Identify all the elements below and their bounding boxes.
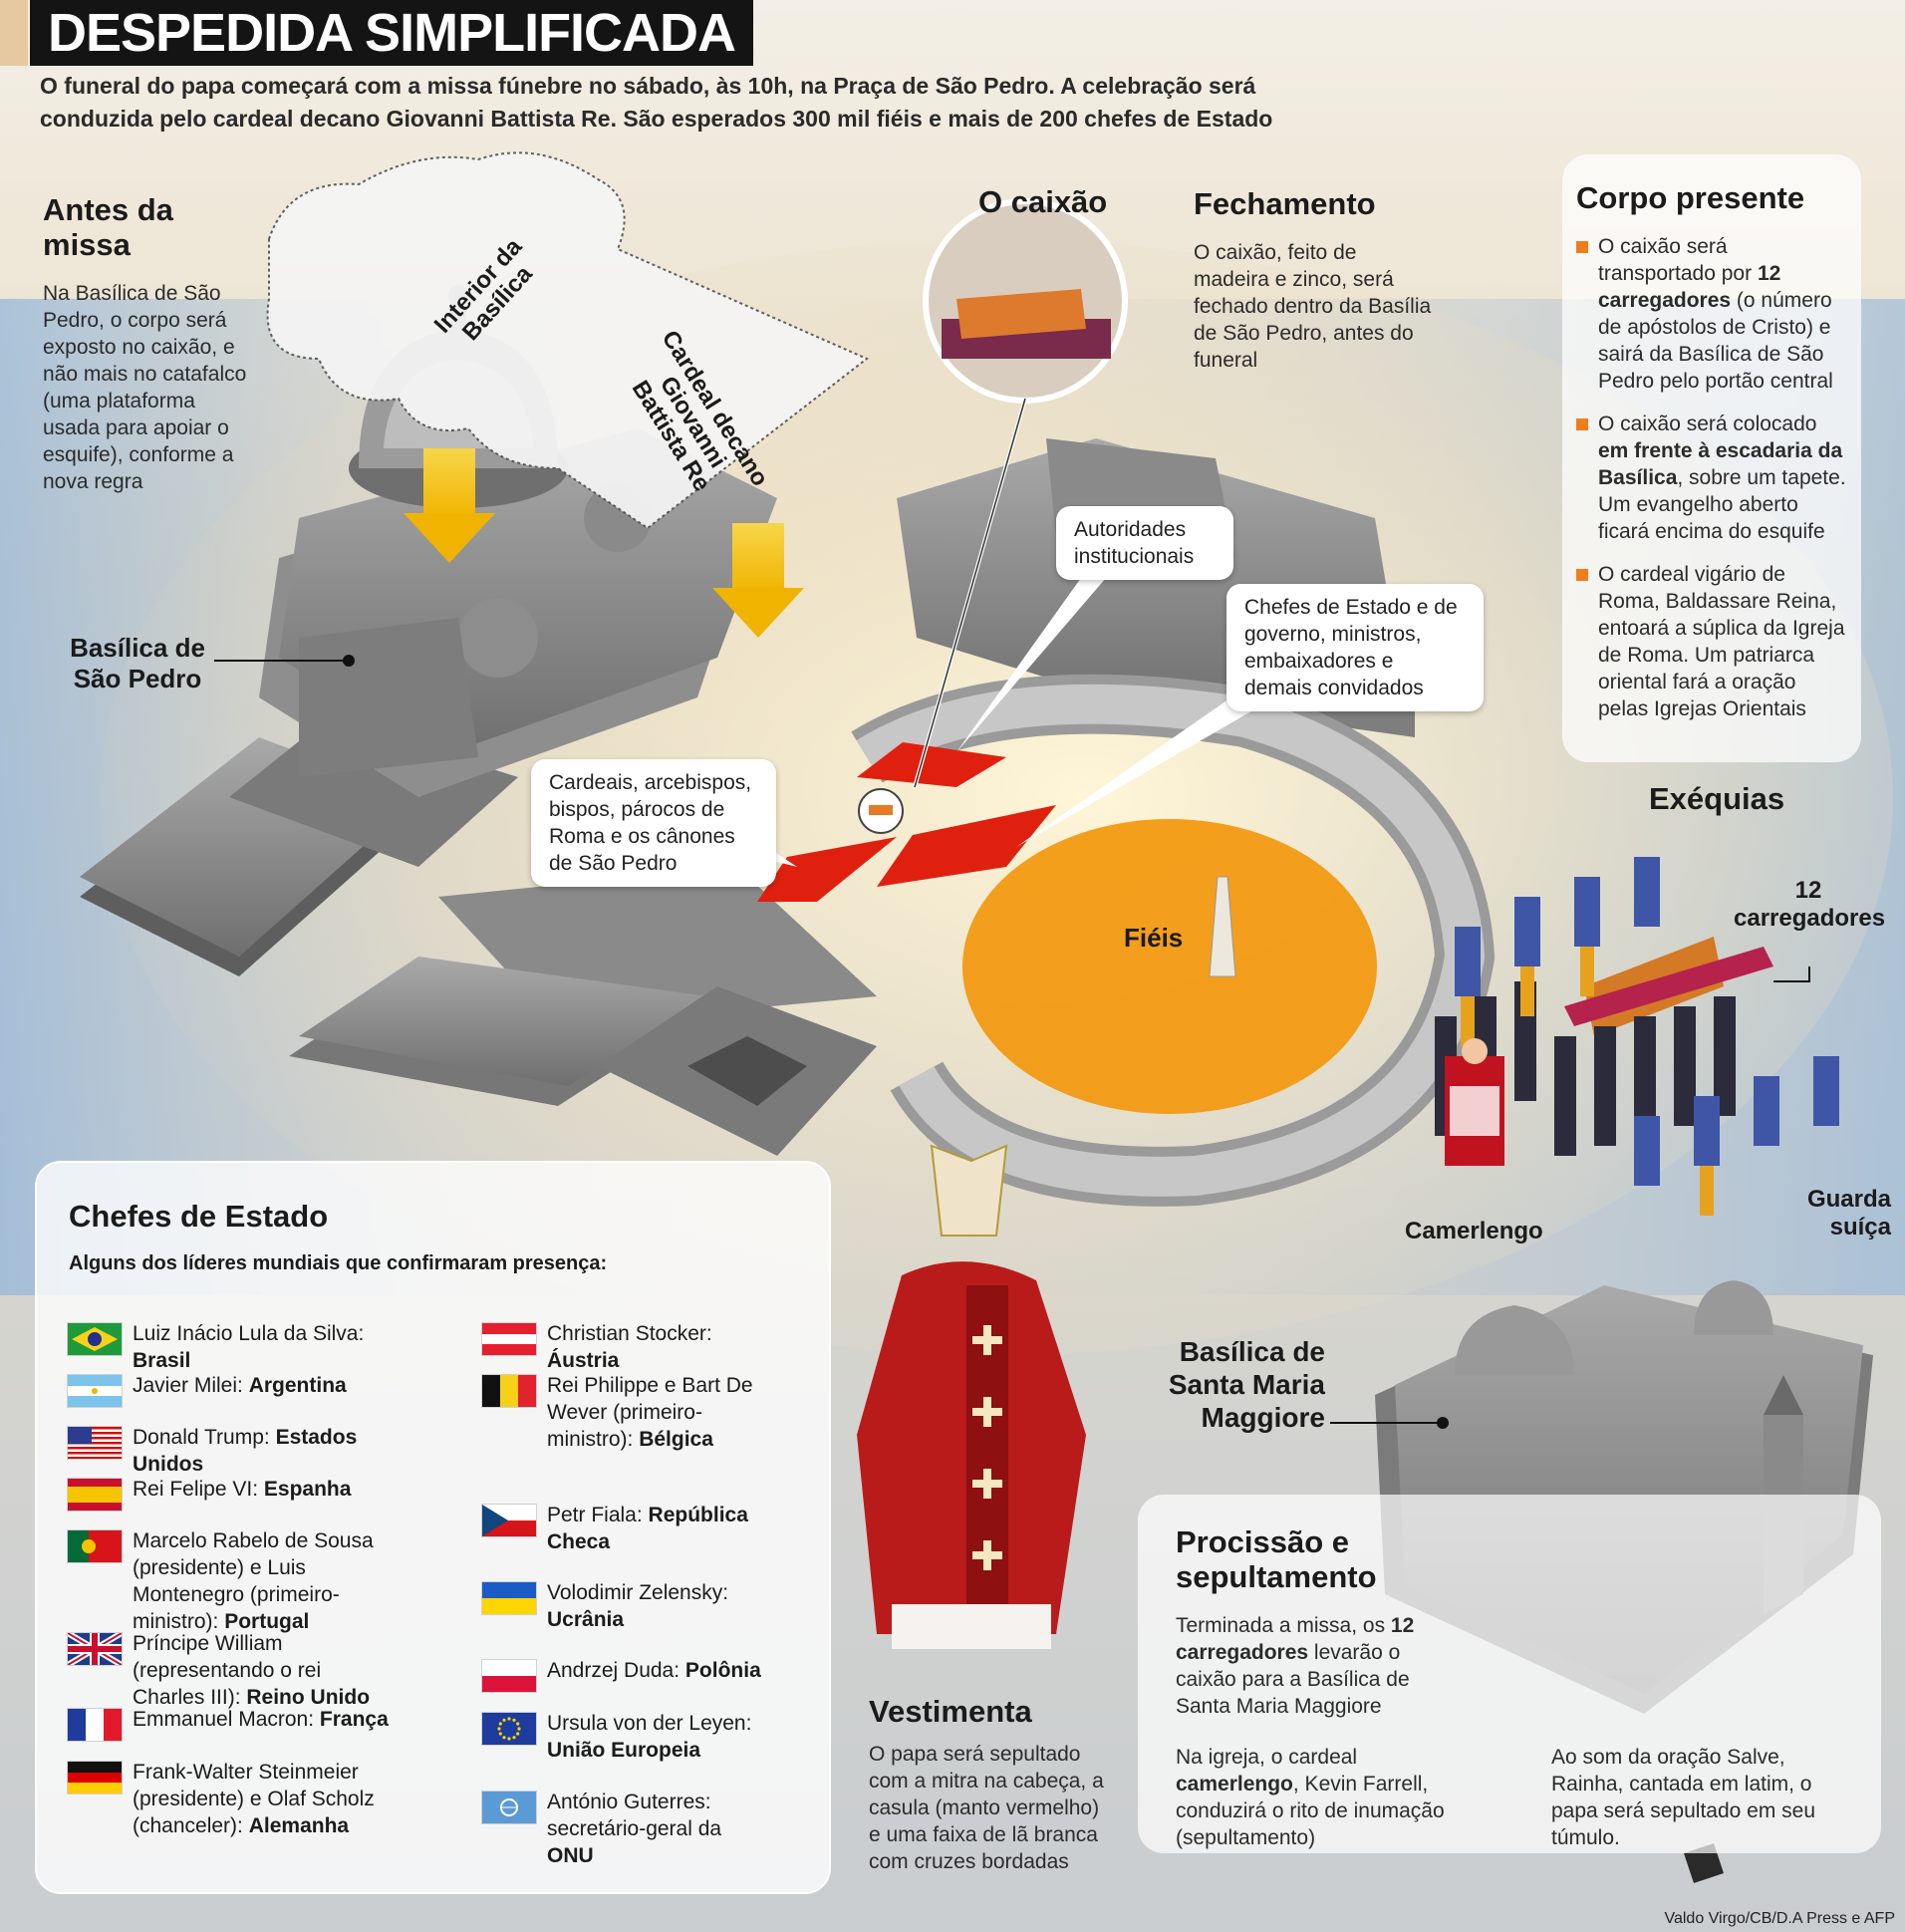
leader-text: Christian Stocker: Áustria: [547, 1322, 712, 1372]
credits: Valdo Virgo/CB/D.A Press e AFP: [1664, 1910, 1895, 1927]
leader-text: Donald Trump: Estados Unidos: [133, 1426, 358, 1476]
antes-missa-section: Antes da missa Na Basílica de São Pedro,…: [43, 192, 252, 495]
leader-row: Andrzej Duda: Polônia: [481, 1657, 770, 1693]
usa-flag-icon: [67, 1426, 123, 1460]
austria-flag-icon: [481, 1322, 537, 1356]
leader-row: Petr Fiala: República Checa: [481, 1502, 770, 1555]
red-area-cardeais: [757, 837, 897, 902]
leader-row: Frank-Walter Steinmeier (presidente) e O…: [67, 1759, 396, 1839]
title-accent: [0, 0, 28, 66]
vestment-figure: [857, 1144, 1086, 1649]
leader-text: Javier Milei: Argentina: [133, 1374, 347, 1397]
corpo-presente-title: Corpo presente: [1576, 180, 1805, 215]
leader-text: Luiz Inácio Lula da Silva: Brasil: [133, 1322, 365, 1372]
yellow-arrow-1: [404, 448, 495, 563]
procession-group: [1435, 857, 1839, 1216]
chefes-estado-title: Chefes de Estado: [69, 1199, 329, 1234]
chefes-estado-panel: Chefes de Estado Alguns dos líderes mund…: [35, 1161, 831, 1894]
fechamento-section: Fechamento O caixão, feito de madeira e …: [1194, 186, 1433, 374]
exequias-title: Exéquias: [1649, 781, 1785, 816]
spain-flag-icon: [67, 1478, 123, 1512]
leader-row: Marcelo Rabelo de Sousa (presidente) e L…: [67, 1527, 396, 1635]
leader-text: Rei Felipe VI: Espanha: [133, 1478, 352, 1501]
procissao-text-2: Na igreja, o cardeal camerlengo, Kevin F…: [1176, 1746, 1445, 1849]
label-guarda-suica: Guarda suíça: [1806, 1186, 1891, 1241]
callout-autoridades: Autoridades institucionais: [1056, 506, 1233, 580]
label-basilica-sao-pedro: Basílica de São Pedro: [70, 633, 205, 693]
corpo-presente-panel: Corpo presente O caixão será transportad…: [1562, 154, 1861, 762]
corpo-bullet-2: O caixão será colocado em frente à escad…: [1576, 411, 1849, 545]
leader-text: Petr Fiala: República Checa: [547, 1504, 748, 1553]
fechamento-text: O caixão, feito de madeira e zinco, será…: [1194, 241, 1432, 372]
interior-cloud: [266, 151, 869, 530]
vestimenta-title: Vestimenta: [869, 1694, 1032, 1729]
eu-flag-icon: [481, 1712, 537, 1746]
red-area-chefes: [877, 805, 1056, 887]
corpo-bullet-1: O caixão será transportado por 12 carreg…: [1576, 233, 1849, 395]
label-camerlengo: Camerlengo: [1405, 1218, 1543, 1244]
page-subtitle: O funeral do papa começará com a missa f…: [40, 73, 1273, 132]
leader-row: Luiz Inácio Lula da Silva: Brasil: [67, 1320, 396, 1374]
leader-text: Ursula von der Leyen: União Europeia: [547, 1712, 752, 1762]
obelisk: [1209, 876, 1236, 977]
piazza-fieis: [962, 819, 1377, 1114]
leader-row: Rei Felipe VI: Espanha: [67, 1476, 396, 1512]
leader-text: Emmanuel Macron: França: [133, 1708, 389, 1731]
leader-row: Donald Trump: Estados Unidos: [67, 1424, 396, 1478]
uk-flag-icon: [67, 1632, 123, 1666]
leader-text: Frank-Walter Steinmeier (presidente) e O…: [133, 1761, 375, 1837]
germany-flag-icon: [67, 1761, 123, 1794]
bullet-square-icon: [1576, 241, 1588, 253]
corpo-bullet-3: O cardeal vigário de Roma, Baldassare Re…: [1576, 561, 1849, 722]
leader-text: Marcelo Rabelo de Sousa (presidente) e L…: [133, 1529, 374, 1633]
bullet-square-icon: [1576, 418, 1588, 430]
procissao-panel: Procissão e sepultamento Terminada a mis…: [1138, 1495, 1881, 1853]
caixao-title: O caixão: [978, 184, 1108, 219]
leader-row: Javier Milei: Argentina: [67, 1372, 396, 1408]
bullet-square-icon: [1576, 569, 1588, 581]
ukraine-flag-icon: [481, 1581, 537, 1615]
page-title: DESPEDIDA SIMPLIFICADA: [30, 0, 754, 66]
leader-row: Emmanuel Macron: França: [67, 1706, 396, 1742]
brazil-flag-icon: [67, 1322, 123, 1356]
leader-row: Príncipe William (representando o rei Ch…: [67, 1630, 396, 1711]
antes-missa-title: Antes da missa: [43, 192, 173, 262]
leader-text: António Guterres: secretário-geral da ON…: [547, 1791, 722, 1867]
procissao-text-1: Terminada a missa, os 12 carregadores le…: [1176, 1614, 1415, 1718]
vestimenta-text: O papa será sepultado com a mitra na cab…: [869, 1743, 1104, 1873]
label-santa-maria: Basílica de Santa Maria Maggiore: [1168, 1336, 1325, 1433]
callout-chefes: Chefes de Estado e de governo, ministros…: [1226, 584, 1484, 711]
leader-text: Príncipe William (representando o rei Ch…: [133, 1632, 371, 1709]
leader-row: Ursula von der Leyen: União Europeia: [481, 1710, 770, 1764]
czech-flag-icon: [481, 1504, 537, 1537]
leader-row: Christian Stocker: Áustria: [481, 1320, 770, 1374]
vestimenta-section: Vestimenta O papa será sepultado com a m…: [869, 1694, 1113, 1875]
procissao-title: Procissão e sepultamento: [1176, 1524, 1377, 1594]
portugal-flag-icon: [67, 1529, 123, 1563]
poland-flag-icon: [481, 1659, 537, 1693]
un-flag-icon: [481, 1791, 537, 1824]
procissao-text-3: Ao som da oração Salve, Rainha, cantada …: [1551, 1746, 1816, 1849]
antes-missa-text: Na Basílica de São Pedro, o corpo será e…: [43, 282, 247, 493]
leader-text: Volodimir Zelensky: Ucrânia: [547, 1581, 729, 1631]
fechamento-title: Fechamento: [1194, 186, 1376, 221]
chefes-estado-subtitle: Alguns dos líderes mundiais que confirma…: [69, 1252, 608, 1274]
leader-text: Rei Philippe e Bart De Wever (primeiro-m…: [547, 1374, 753, 1451]
label-fieis: Fiéis: [1124, 923, 1184, 953]
label-carregadores: 12 carregadores: [1734, 877, 1886, 932]
argentina-flag-icon: [67, 1374, 123, 1408]
leader-text: Andrzej Duda: Polônia: [547, 1659, 761, 1682]
red-area-autoridades: [857, 742, 1006, 787]
france-flag-icon: [67, 1708, 123, 1742]
leader-row: Rei Philippe e Bart De Wever (primeiro-m…: [481, 1372, 770, 1453]
yellow-arrow-2: [712, 523, 804, 638]
callout-cardeais: Cardeais, arcebispos, bispos, párocos de…: [531, 759, 776, 887]
leader-row: Volodimir Zelensky: Ucrânia: [481, 1579, 770, 1633]
belgium-flag-icon: [481, 1374, 537, 1408]
leader-row: António Guterres: secretário-geral da ON…: [481, 1789, 770, 1869]
